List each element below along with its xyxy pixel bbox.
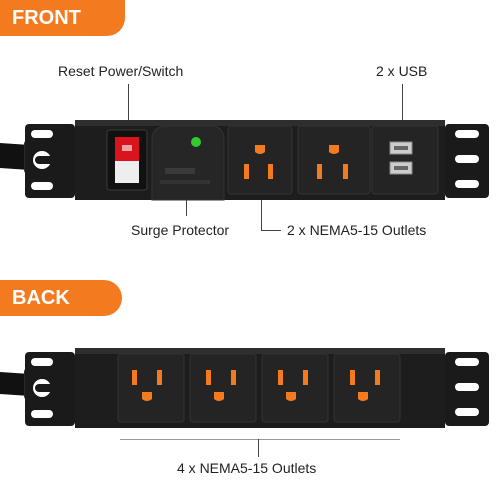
front-outlets-label: 2 x NEMA5-15 Outlets — [287, 222, 427, 238]
surge-protector-label: Surge Protector — [131, 222, 230, 238]
reset-leader-line — [128, 84, 129, 124]
front-tag: FRONT — [0, 0, 125, 36]
usb-leader-line — [402, 84, 403, 122]
back-leader-line — [258, 439, 259, 457]
back-bracket-line — [120, 439, 400, 440]
usb-label: 2 x USB — [376, 63, 428, 79]
back-outlets-label: 4 x NEMA5-15 Outlets — [177, 460, 317, 476]
back-tag: BACK — [0, 280, 122, 316]
reset-switch-label: Reset Power/Switch — [58, 63, 184, 79]
outlets-leader-horizontal — [261, 230, 281, 231]
outlets-leader-vertical — [261, 190, 262, 230]
